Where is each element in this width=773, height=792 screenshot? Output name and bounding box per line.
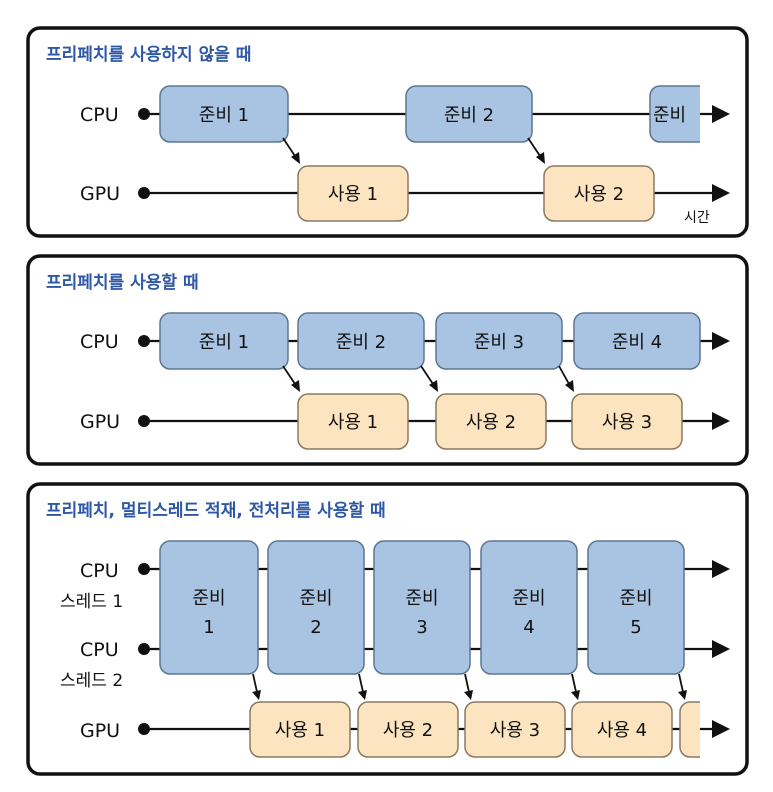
use-box: 사용 2: [357, 701, 459, 758]
prep-box-tall: 준비 3: [373, 540, 471, 675]
prep-box-number: 2: [310, 617, 321, 638]
handoff-arrowhead: [252, 690, 261, 700]
thread1-label: 스레드 1: [60, 592, 123, 612]
prep-box-label: 준비 3: [474, 332, 524, 353]
prep-box-tall: 준비 1: [159, 540, 259, 675]
prep-box-word: 준비: [512, 588, 545, 609]
time-label: 시간: [684, 210, 710, 226]
cpu1-timeline-arrowhead: [712, 560, 730, 578]
handoff-arrowhead: [536, 152, 545, 164]
prep-box-label: 준비 1: [199, 105, 249, 126]
prep-box-word: 준비: [192, 588, 225, 609]
handoff-arrowhead: [291, 380, 300, 392]
prep-box: 준비 1: [159, 85, 289, 143]
use-box-label: 사용 1: [275, 720, 325, 741]
prep-box-label: 준비 4: [612, 332, 662, 353]
handoff-arrow: [527, 137, 541, 157]
handoff-arrow: [282, 137, 296, 157]
prep-box-tall: 준비 2: [267, 540, 365, 675]
handoff-arrow: [571, 673, 577, 693]
handoff-arrow: [282, 365, 296, 385]
use-box: 사용 2: [435, 393, 547, 450]
cpu2-timeline-arrowhead: [712, 640, 730, 658]
cpu-thread1-label: CPU: [80, 560, 119, 582]
prep-box-label: 준비 1: [199, 332, 249, 353]
gpu-label: GPU: [80, 411, 120, 433]
panel-prefetch-multithread: 프리페치, 멀티스레드 적재, 전처리를 사용할 때 CPU 스레드 1 CPU…: [26, 482, 749, 776]
gpu-timeline-arrowhead: [712, 412, 730, 430]
cpu-timeline-arrowhead: [712, 105, 730, 123]
panel-no-prefetch: 프리페치를 사용하지 않을 때 CPU GPU 준비 1 준비 2 준비 사용 …: [26, 26, 749, 238]
panel-title: 프리페치를 사용할 때: [46, 273, 199, 293]
use-box: 사용 3: [464, 701, 566, 758]
prep-box-tall: 준비 4: [480, 540, 578, 675]
handoff-arrowhead: [678, 690, 687, 700]
handoff-arrowhead: [571, 690, 580, 700]
panel-title: 프리페치, 멀티스레드 적재, 전처리를 사용할 때: [46, 500, 386, 521]
prep-box: 준비 4: [573, 312, 701, 370]
prep-box: 준비 1: [159, 312, 289, 370]
handoff-arrowhead: [565, 380, 574, 392]
prep-box-tall: 준비 5: [587, 540, 685, 675]
handoff-arrow: [558, 365, 570, 385]
prep-box-label: 준비: [653, 105, 686, 126]
prep-box-word: 준비: [299, 588, 332, 609]
prep-box-number: 3: [416, 617, 427, 638]
handoff-arrow: [358, 673, 364, 693]
use-box: 사용 1: [297, 393, 409, 450]
handoff-arrowhead: [358, 690, 367, 700]
handoff-arrowhead: [429, 380, 438, 392]
cpu-timeline-arrowhead: [712, 332, 730, 350]
use-box-label: 사용 2: [383, 720, 433, 741]
thread2-label: 스레드 2: [60, 671, 123, 691]
use-box-label: 사용 3: [490, 720, 540, 741]
prep-box-label: 준비 2: [336, 332, 386, 353]
handoff-arrow: [678, 673, 684, 693]
use-box: 사용 1: [297, 165, 409, 222]
use-box-label: 사용 3: [602, 412, 652, 433]
panel-title: 프리페치를 사용하지 않을 때: [46, 45, 251, 65]
panel-with-prefetch: 프리페치를 사용할 때 CPU GPU 준비 1 준비 2 준비 3 준비 4 …: [26, 254, 749, 466]
use-box-label: 사용 1: [328, 412, 378, 433]
prep-box-label: 준비 2: [444, 105, 494, 126]
use-box: 사용 4: [571, 701, 673, 758]
handoff-arrowhead: [464, 690, 473, 700]
prep-box: 준비 2: [405, 85, 533, 143]
use-box-label: 사용 2: [466, 412, 516, 433]
prep-box-word: 준비: [405, 588, 438, 609]
use-box: 사용 2: [543, 165, 655, 222]
handoff-arrowhead: [291, 152, 300, 164]
prep-box-word: 준비: [619, 588, 652, 609]
use-box: 사용 3: [571, 393, 683, 450]
prep-box: 준비 2: [297, 312, 425, 370]
use-box: 사용 1: [249, 701, 351, 758]
use-box-label: 사용 2: [574, 184, 624, 205]
use-box-label: 사용 4: [597, 720, 647, 741]
gpu-label: GPU: [80, 183, 120, 205]
prep-box-number: 1: [203, 617, 214, 638]
handoff-arrow: [420, 365, 434, 385]
cpu-label: CPU: [80, 331, 119, 353]
handoff-arrow: [252, 673, 258, 693]
gpu-timeline-arrowhead: [712, 184, 730, 202]
prep-box-number: 5: [630, 617, 641, 638]
cpu-label: CPU: [80, 104, 119, 126]
prep-box: 준비 3: [435, 312, 563, 370]
use-box-partial: [679, 701, 700, 758]
gpu-timeline-arrowhead: [712, 720, 730, 738]
use-box-label: 사용 1: [328, 184, 378, 205]
handoff-arrow: [464, 673, 470, 693]
cpu-thread2-label: CPU: [80, 639, 119, 661]
prep-box-partial: 준비: [649, 85, 700, 143]
prep-box-number: 4: [523, 617, 534, 638]
gpu-label: GPU: [80, 720, 120, 742]
